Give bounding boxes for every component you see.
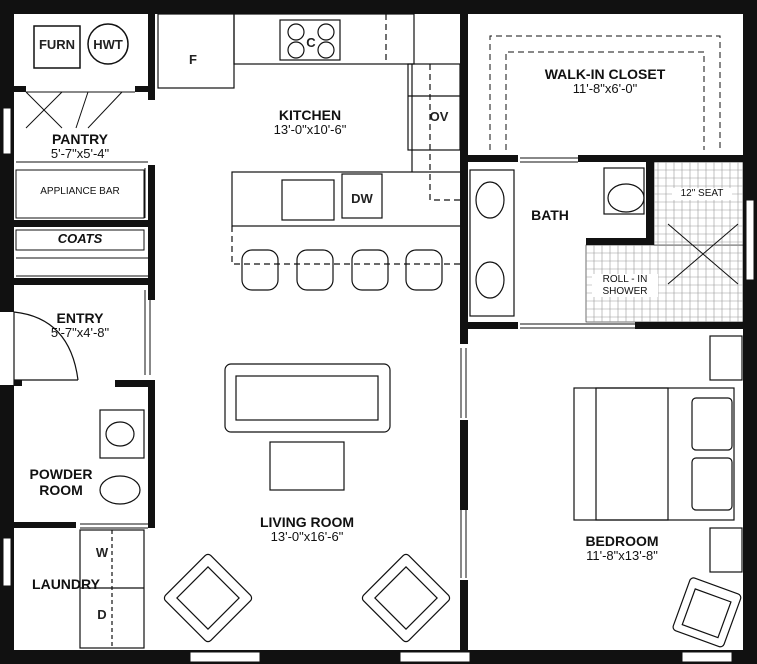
dryer-label: D — [97, 607, 107, 622]
powder-laundry-fixtures — [79, 409, 145, 649]
entry-label: ENTRY 5'-7"x4'-8" — [30, 310, 130, 341]
laundry-label: LAUNDRY — [32, 576, 100, 592]
water-heater-label: HWT — [93, 37, 123, 52]
room-dims: 13'-0"x10'-6" — [273, 122, 347, 138]
dishwasher-label: DW — [351, 191, 373, 206]
furnace-unit — [33, 23, 129, 69]
cooktop-label: C — [306, 35, 316, 50]
pantry-label: PANTRY 5'-7"x5'-4" — [30, 131, 130, 162]
pantry-doors[interactable] — [25, 91, 135, 129]
interior-walls — [14, 14, 743, 664]
room-name: WALK-IN CLOSET — [544, 66, 666, 82]
powder-room-label: POWDER ROOM — [29, 466, 93, 499]
seat-label: 12" SEAT — [672, 188, 732, 200]
room-name: KITCHEN — [278, 107, 342, 123]
oven-label: OV — [429, 109, 449, 124]
room-dims: 5'-7"x4'-8" — [50, 325, 110, 341]
washer-label: W — [95, 545, 109, 560]
room-name: PANTRY — [52, 131, 108, 147]
appliance-bar-label: APPLIANCE BAR — [40, 186, 120, 197]
room-dims: 5'-7"x5'-4" — [50, 146, 110, 162]
room-name: BEDROOM — [585, 533, 659, 549]
kitchen-counters — [157, 13, 463, 265]
fridge-label: F — [189, 52, 197, 67]
kitchen-label: KITCHEN 13'-0"x10'-6" — [240, 107, 380, 138]
walkin-closet-label: WALK-IN CLOSET 11'-8"x6'-0" — [520, 66, 690, 97]
bar-stools — [241, 249, 443, 291]
bedroom-furniture — [573, 335, 743, 648]
living-furniture — [163, 363, 451, 643]
bath-fixtures — [469, 167, 645, 317]
room-dims: 11'-8"x13'-8" — [586, 548, 658, 564]
coats-label: COATS — [57, 231, 103, 246]
room-dims: 11'-8"x6'-0" — [572, 81, 638, 97]
windows — [2, 107, 755, 663]
bedroom-label: BEDROOM 11'-8"x13'-8" — [552, 533, 692, 564]
room-name: LIVING ROOM — [259, 514, 355, 530]
entry-door[interactable] — [13, 311, 79, 385]
room-dims: 13'-0"x16'-6" — [270, 529, 344, 545]
living-room-label: LIVING ROOM 13'-0"x16'-6" — [230, 514, 384, 545]
shower-label: ROLL - IN SHOWER — [592, 274, 658, 297]
sliding-doors[interactable] — [80, 157, 635, 578]
shower-tiles — [585, 161, 744, 323]
room-name: ENTRY — [56, 310, 104, 326]
appliance-bar-counter — [15, 161, 148, 277]
closet-shelves — [489, 35, 721, 150]
furnace-label: FURN — [38, 37, 76, 52]
bath-label: BATH — [531, 207, 569, 223]
